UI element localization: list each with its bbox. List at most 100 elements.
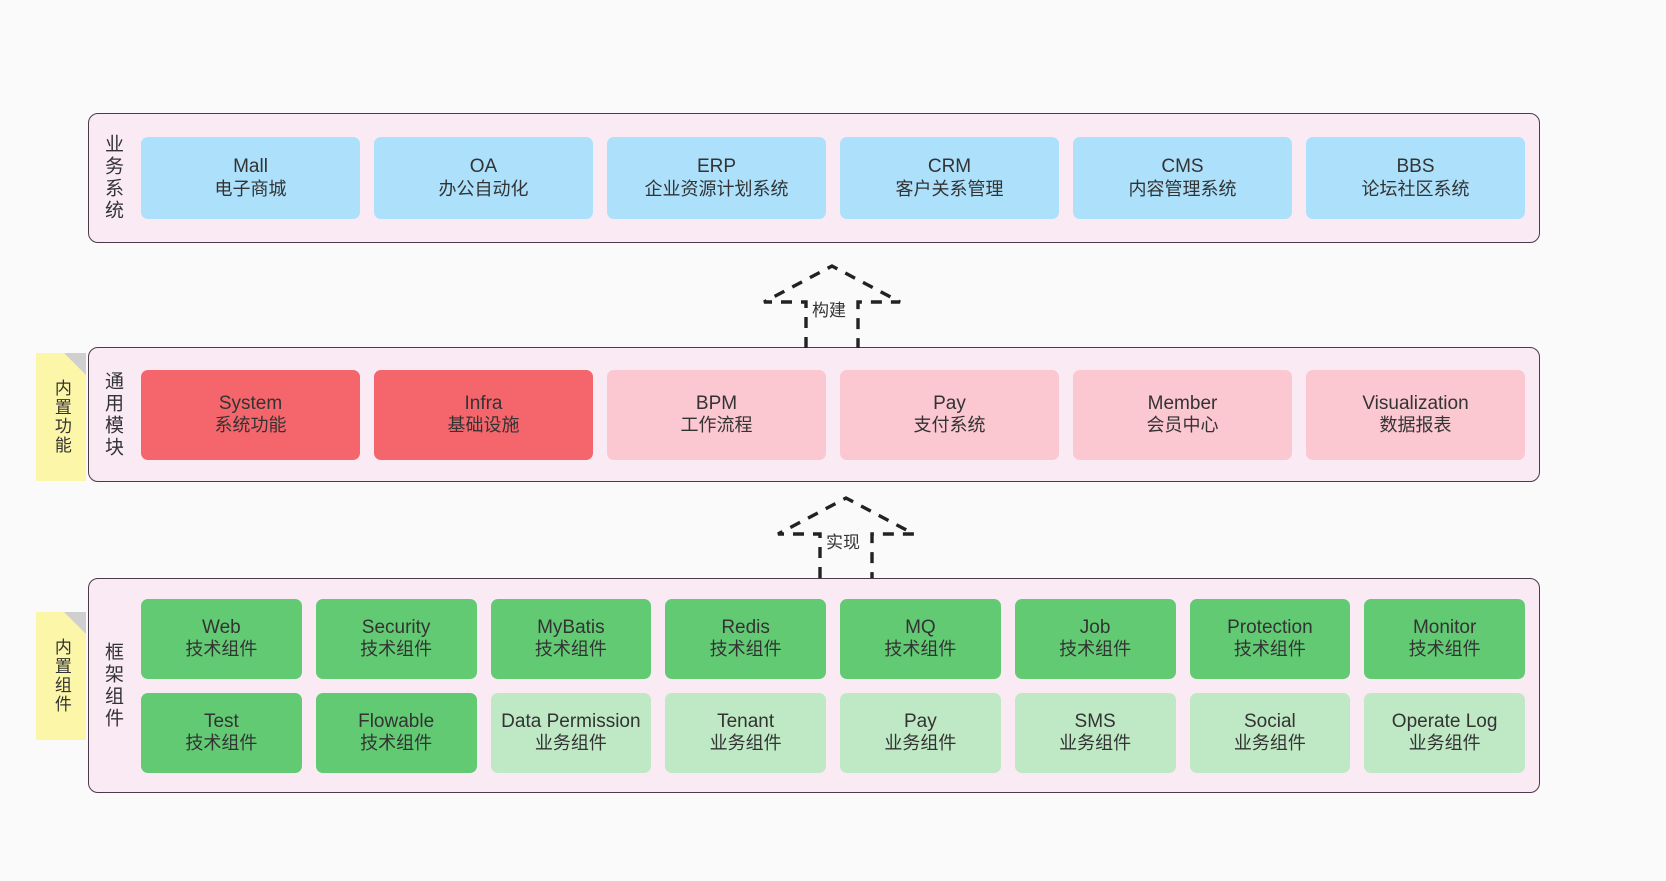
card-pay-module-sub: 支付系统 <box>913 415 986 436</box>
card-monitor[interactable]: Monitor 技术组件 <box>1364 598 1525 679</box>
card-erp-name: ERP <box>696 156 737 178</box>
connector-implement: 实现 <box>772 494 920 578</box>
layer-common-modules: 通用模块 System 系统功能 Infra 基础设施 BPM 工作流程 Pay… <box>88 347 1540 482</box>
card-operate-log-name: Operate Log <box>1391 710 1498 732</box>
card-bpm[interactable]: BPM 工作流程 <box>607 369 826 460</box>
card-system-sub: 系统功能 <box>214 415 287 436</box>
card-protection-name: Protection <box>1227 616 1313 638</box>
card-cms[interactable]: CMS 内容管理系统 <box>1073 137 1292 219</box>
note-fold-corner-icon-2 <box>64 612 86 634</box>
card-pay-module-name: Pay <box>933 392 966 414</box>
card-cms-sub: 内容管理系统 <box>1128 178 1237 199</box>
card-infra-sub: 基础设施 <box>447 415 520 436</box>
card-operate-log[interactable]: Operate Log 业务组件 <box>1364 692 1525 773</box>
card-oa[interactable]: OA 办公自动化 <box>374 137 593 219</box>
layer-title-common-modules: 通用模块 <box>101 370 123 459</box>
card-member-name: Member <box>1147 392 1218 414</box>
card-test-name: Test <box>203 710 239 732</box>
card-pay-component-name: Pay <box>904 710 937 732</box>
card-bpm-name: BPM <box>695 392 738 414</box>
layer-business-systems: 业务系统 Mall 电子商城 OA 办公自动化 ERP 企业资源计划系统 CRM… <box>88 113 1540 243</box>
card-mybatis[interactable]: MyBatis 技术组件 <box>490 598 652 679</box>
card-flowable-sub: 技术组件 <box>360 733 433 754</box>
card-cms-name: CMS <box>1161 156 1204 178</box>
card-mq-name: MQ <box>905 616 936 638</box>
note-fold-corner-icon <box>64 353 86 375</box>
card-job-name: Job <box>1079 616 1111 638</box>
card-mybatis-sub: 技术组件 <box>534 639 607 660</box>
card-visualization-sub: 数据报表 <box>1379 415 1452 436</box>
card-mybatis-name: MyBatis <box>537 616 605 638</box>
card-data-permission[interactable]: Data Permission 业务组件 <box>490 692 652 773</box>
card-mall-name: Mall <box>233 156 268 178</box>
card-visualization-name: Visualization <box>1362 392 1469 414</box>
note-builtin-components: 内置组件 <box>36 612 86 740</box>
card-mq-sub: 技术组件 <box>884 639 957 660</box>
card-test[interactable]: Test 技术组件 <box>141 692 302 773</box>
card-security-sub: 技术组件 <box>360 639 433 660</box>
card-pay-component[interactable]: Pay 业务组件 <box>840 692 1001 773</box>
card-monitor-sub: 技术组件 <box>1408 639 1481 660</box>
layer-body-framework-components: Web 技术组件 Security 技术组件 MyBatis 技术组件 Redi… <box>135 579 1539 792</box>
card-erp-sub: 企业资源计划系统 <box>644 178 789 199</box>
card-flowable[interactable]: Flowable 技术组件 <box>315 692 477 773</box>
layer-body-common-modules: System 系统功能 Infra 基础设施 BPM 工作流程 Pay 支付系统… <box>135 348 1539 481</box>
card-tenant-sub: 业务组件 <box>709 733 782 754</box>
card-pay-component-sub: 业务组件 <box>884 733 957 754</box>
card-protection[interactable]: Protection 技术组件 <box>1189 598 1351 679</box>
card-pay-module[interactable]: Pay 支付系统 <box>840 369 1059 460</box>
card-mall-sub: 电子商城 <box>214 178 287 199</box>
card-sms[interactable]: SMS 业务组件 <box>1014 692 1176 773</box>
card-visualization[interactable]: Visualization 数据报表 <box>1306 369 1525 460</box>
card-mq[interactable]: MQ 技术组件 <box>840 598 1001 679</box>
card-mall[interactable]: Mall 电子商城 <box>141 137 360 219</box>
layer-title-framework-components: 框架组件 <box>101 641 123 730</box>
note-builtin-features: 内置功能 <box>36 353 86 481</box>
card-sms-name: SMS <box>1074 710 1116 732</box>
card-erp[interactable]: ERP 企业资源计划系统 <box>607 137 826 219</box>
card-monitor-name: Monitor <box>1412 616 1477 638</box>
card-web-sub: 技术组件 <box>185 639 258 660</box>
note-builtin-components-label: 内置组件 <box>51 638 71 714</box>
card-web[interactable]: Web 技术组件 <box>141 598 302 679</box>
card-oa-name: OA <box>469 156 498 178</box>
card-tenant[interactable]: Tenant 业务组件 <box>665 692 826 773</box>
connector-implement-label: 实现 <box>826 533 860 552</box>
framework-tech-row: Web 技术组件 Security 技术组件 MyBatis 技术组件 Redi… <box>141 598 1525 679</box>
connector-build: 构建 <box>758 262 906 348</box>
card-flowable-name: Flowable <box>358 710 435 732</box>
card-security-name: Security <box>361 616 431 638</box>
card-data-permission-sub: 业务组件 <box>534 733 607 754</box>
card-security[interactable]: Security 技术组件 <box>315 598 477 679</box>
card-system[interactable]: System 系统功能 <box>141 369 360 460</box>
card-redis-name: Redis <box>721 616 770 638</box>
card-social-sub: 业务组件 <box>1233 733 1306 754</box>
card-member[interactable]: Member 会员中心 <box>1073 369 1292 460</box>
connector-implement-arrow-icon <box>777 496 915 578</box>
note-builtin-features-label: 内置功能 <box>51 379 71 455</box>
business-systems-row: Mall 电子商城 OA 办公自动化 ERP 企业资源计划系统 CRM 客户关系… <box>141 137 1525 219</box>
card-crm[interactable]: CRM 客户关系管理 <box>840 137 1059 219</box>
card-operate-log-sub: 业务组件 <box>1408 733 1481 754</box>
card-job[interactable]: Job 技术组件 <box>1014 598 1176 679</box>
card-bbs-name: BBS <box>1396 156 1435 178</box>
card-job-sub: 技术组件 <box>1059 639 1132 660</box>
card-sms-sub: 业务组件 <box>1059 733 1132 754</box>
card-redis[interactable]: Redis 技术组件 <box>665 598 826 679</box>
card-bbs[interactable]: BBS 论坛社区系统 <box>1306 137 1525 219</box>
connector-build-arrow-icon <box>763 264 901 348</box>
card-infra-name: Infra <box>464 392 503 414</box>
card-crm-sub: 客户关系管理 <box>895 178 1004 199</box>
card-bbs-sub: 论坛社区系统 <box>1361 178 1470 199</box>
card-infra[interactable]: Infra 基础设施 <box>374 369 593 460</box>
connector-build-label: 构建 <box>812 301 846 320</box>
card-social-name: Social <box>1244 710 1296 732</box>
card-protection-sub: 技术组件 <box>1233 639 1306 660</box>
card-redis-sub: 技术组件 <box>709 639 782 660</box>
card-data-permission-name: Data Permission <box>501 710 641 732</box>
card-crm-name: CRM <box>927 156 972 178</box>
framework-business-row: Test 技术组件 Flowable 技术组件 Data Permission … <box>141 692 1525 773</box>
layer-title-business-systems: 业务系统 <box>101 134 123 222</box>
card-social[interactable]: Social 业务组件 <box>1189 692 1351 773</box>
card-web-name: Web <box>202 616 241 638</box>
